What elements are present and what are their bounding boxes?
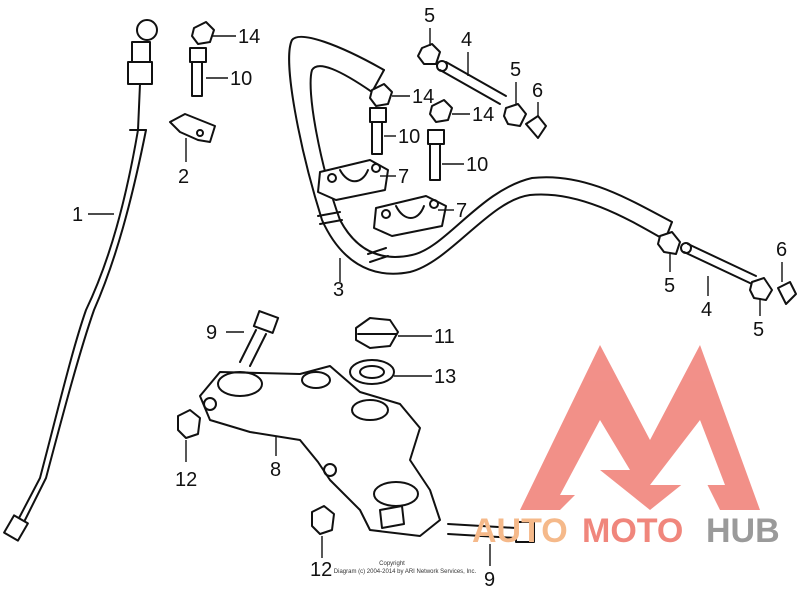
watermark-text: AUTO MOTO HUB (472, 512, 780, 550)
callout-10b: 10 (398, 126, 420, 148)
callout-13: 13 (434, 366, 456, 388)
part-1-cable (3, 19, 158, 542)
callout-numbers: 1 2 3 4 4 5 5 5 5 6 6 7 7 8 9 9 10 10 10… (72, 5, 787, 591)
callout-11: 11 (434, 326, 455, 348)
part-12-nut-bottom (311, 505, 335, 535)
callout-5c: 5 (664, 275, 675, 297)
callout-10c: 10 (466, 154, 488, 176)
part-14-nut-top (191, 21, 215, 45)
part-9-bolt-right (447, 521, 535, 543)
part-14-nut-mid (369, 83, 393, 107)
leader-lines (88, 28, 783, 566)
callout-12a: 12 (175, 469, 197, 491)
copyright-line-2: Diagram (c) 2004-2014 by ARI Network Ser… (334, 569, 477, 575)
part-12-nut-left (177, 409, 201, 439)
callout-7a: 7 (398, 166, 409, 188)
callout-1: 1 (72, 204, 83, 226)
part-5-collar-top (417, 43, 441, 65)
part-6-clip-right (777, 281, 797, 305)
callout-5a: 5 (424, 5, 435, 27)
copyright-notice: Copyright Diagram (c) 2004-2014 by ARI N… (334, 561, 477, 575)
callout-14a: 14 (238, 26, 260, 48)
copyright-line-1: Copyright (379, 561, 405, 567)
part-13-washer (349, 359, 395, 385)
callout-6a: 6 (532, 80, 543, 102)
part-7-clamp-lower (373, 195, 447, 237)
callout-12b: 12 (310, 559, 332, 581)
automotohub-logo (520, 345, 760, 510)
part-2-bracket (169, 113, 216, 143)
callout-9b: 9 (484, 569, 495, 591)
part-10-bolt-mid (369, 107, 387, 155)
callout-2: 2 (178, 166, 189, 188)
part-6-clip-upper (525, 115, 547, 139)
watermark-hub: HUB (706, 512, 780, 550)
callout-6b: 6 (776, 239, 787, 261)
callout-14c: 14 (472, 104, 494, 126)
part-5-collar-upper-right (503, 103, 527, 127)
part-9-bolt-left (239, 310, 280, 367)
callout-4b: 4 (701, 299, 712, 321)
callout-5d: 5 (753, 319, 764, 341)
callout-5b: 5 (510, 59, 521, 81)
watermark-moto: MOTO (582, 512, 683, 550)
part-11-nut (355, 317, 399, 349)
callout-4a: 4 (461, 29, 472, 51)
part-10-bolt-top (189, 47, 207, 97)
part-4-pin-upper (436, 60, 507, 105)
part-10-bolt-right (427, 129, 445, 181)
callout-8: 8 (270, 459, 281, 481)
part-5-collar-right (657, 231, 681, 255)
watermark-auto: AUTO (472, 512, 568, 550)
callout-9a: 9 (206, 322, 217, 344)
part-8-top-bridge (199, 365, 441, 537)
callout-7b: 7 (456, 200, 467, 222)
part-5-collar-lower-right (749, 277, 773, 301)
callout-3: 3 (333, 279, 344, 301)
callout-14b: 14 (412, 86, 434, 108)
callout-10a: 10 (230, 68, 252, 90)
part-14-nut-right (429, 99, 453, 123)
part-4-pin-right (680, 242, 757, 285)
part-7-clamp-upper (317, 159, 389, 201)
